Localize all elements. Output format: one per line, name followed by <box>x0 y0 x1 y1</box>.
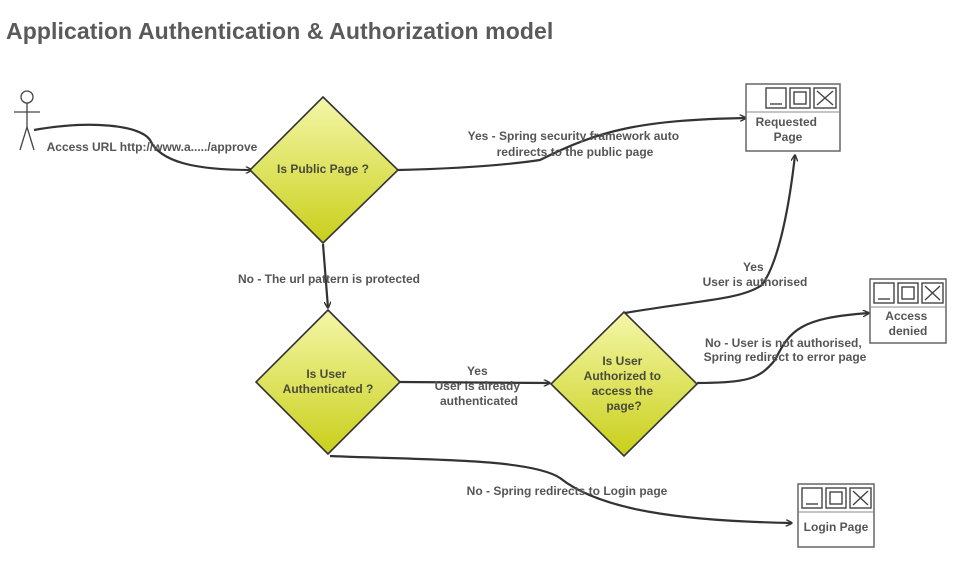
label-auth-yes: Yes User is already authenticated <box>435 364 524 408</box>
maximize-icon <box>897 282 919 304</box>
label-public-no: No - The url pattern is protected <box>238 272 420 286</box>
edge-auth-yes <box>399 382 550 383</box>
page-requested: Requested Page <box>745 83 841 152</box>
maximize-icon <box>825 487 847 509</box>
page-access-denied-label: Access denied <box>885 309 930 338</box>
label-public-yes: Yes - Spring security framework auto red… <box>468 129 683 159</box>
decision-authenticated-label: Is User Authenticated ? <box>283 367 374 396</box>
decision-authorized: Is User Authorized to access the page? <box>549 310 699 458</box>
label-auth-no: No - Spring redirects to Login page <box>467 484 668 498</box>
page-requested-label: Requested Page <box>756 115 821 144</box>
minimize-icon <box>801 487 823 509</box>
edge-public-yes <box>397 118 746 172</box>
edge-auth-no <box>329 454 792 523</box>
decision-public-page-label: Is Public Page ? <box>277 162 369 176</box>
page-login-label: Login Page <box>804 520 869 534</box>
label-authz-no: No - User is not authorised, Spring redi… <box>704 336 867 364</box>
label-access-url: Access URL http://www.a...../approve <box>47 140 258 154</box>
actor-icon <box>14 90 40 151</box>
decision-authorized-label: Is User Authorized to access the page? <box>584 354 665 413</box>
minimize-icon <box>873 282 895 304</box>
edge-public-no <box>321 243 328 308</box>
decision-authenticated: Is User Authenticated ? <box>254 308 402 456</box>
edge-access-url <box>33 123 252 170</box>
page-access-denied: Access denied <box>869 278 947 344</box>
page-login: Login Page <box>797 483 875 548</box>
edge-authz-no <box>696 313 869 385</box>
maximize-icon <box>789 87 811 109</box>
edge-authz-yes <box>624 155 795 315</box>
label-authz-yes: Yes User is authorised <box>703 260 808 289</box>
edges <box>33 118 869 523</box>
close-icon <box>813 87 837 109</box>
close-icon <box>921 282 944 304</box>
minimize-icon <box>765 87 787 109</box>
decision-public-page: Is Public Page ? <box>248 95 400 245</box>
diagram-title: Application Authentication & Authorizati… <box>6 18 554 44</box>
close-icon <box>849 487 872 509</box>
